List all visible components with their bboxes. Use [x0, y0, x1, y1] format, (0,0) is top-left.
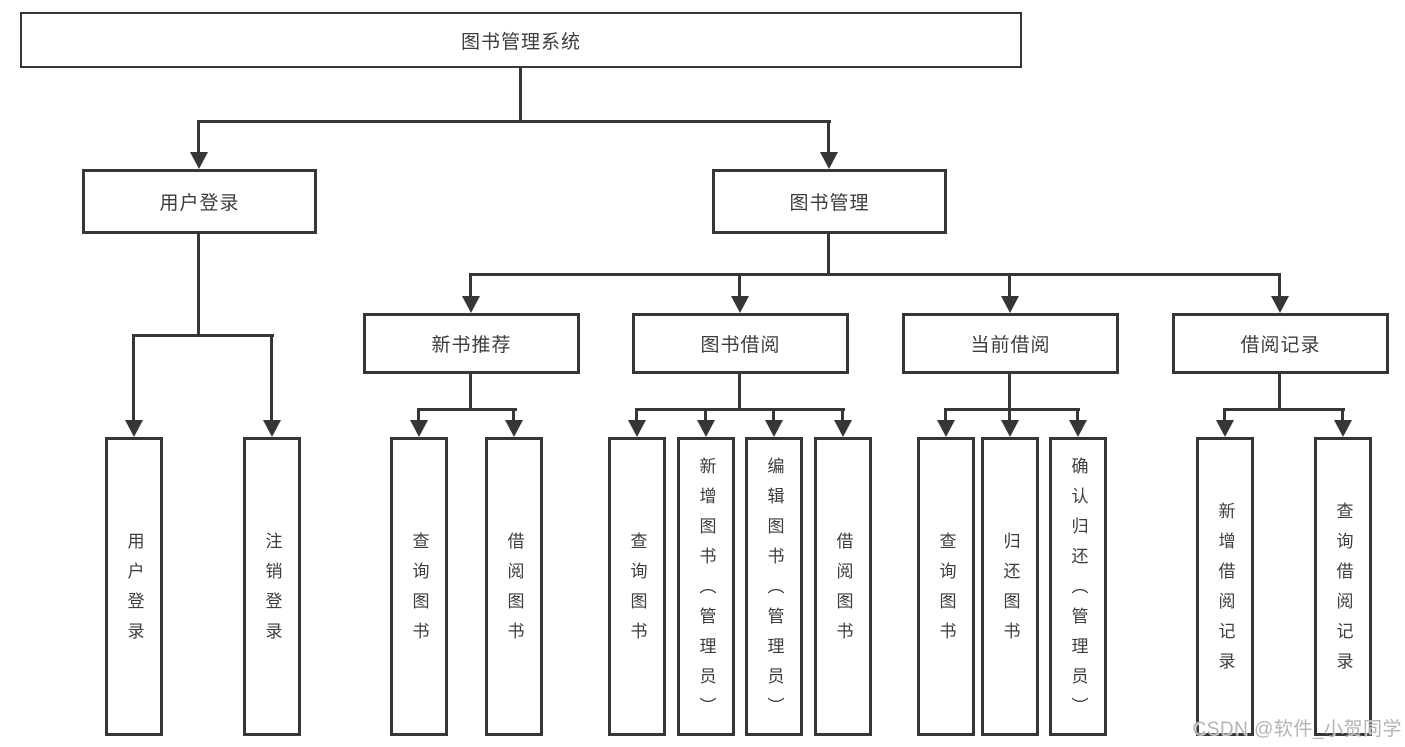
connector-user-login-drop: [197, 234, 200, 334]
leaf-query-book-borrow: 查询图书: [608, 437, 666, 736]
connector-to-new-book: [469, 273, 472, 296]
arrowhead: [505, 420, 523, 437]
connector-root-drop: [519, 68, 522, 120]
arrowhead: [937, 420, 955, 437]
node-book-borrow: 图书借阅: [632, 313, 849, 374]
node-current-borrow: 当前借阅: [902, 313, 1119, 374]
arrowhead: [765, 420, 783, 437]
connector-root-bracket: [197, 120, 831, 123]
connector-g3-c1: [944, 408, 947, 420]
connector-book-mgmt-bracket: [469, 273, 1281, 276]
arrowhead: [1216, 420, 1234, 437]
leaf-add-borrow-record: 新增借阅记录: [1196, 437, 1254, 736]
leaf-query-book-current-label: 查询图书: [936, 531, 956, 652]
arrowhead: [820, 152, 838, 169]
arrowhead: [834, 420, 852, 437]
connector-to-current-borrow: [1008, 273, 1011, 296]
connector-g2-drop: [738, 374, 741, 408]
node-book-borrow-label: 图书借阅: [700, 335, 781, 356]
leaf-add-book-admin: 新增图书（管理员）: [677, 437, 735, 736]
node-book-management: 图书管理: [712, 169, 947, 234]
leaf-user-login-label: 用户登录: [124, 531, 144, 652]
connector-g4-bracket: [1223, 408, 1345, 411]
arrowhead: [1334, 420, 1352, 437]
arrowhead: [697, 420, 715, 437]
arrowhead: [628, 420, 646, 437]
connector-g2-c3: [772, 408, 775, 420]
arrowhead: [731, 296, 749, 313]
node-user-login-label: 用户登录: [159, 193, 240, 214]
connector-book-mgmt-drop: [827, 234, 830, 273]
node-new-book-recommend-label: 新书推荐: [431, 335, 512, 356]
arrowhead: [1069, 420, 1087, 437]
connector-g1-c1: [417, 408, 420, 420]
connector-g4-drop: [1278, 374, 1281, 408]
leaf-add-borrow-record-label: 新增借阅记录: [1215, 501, 1235, 682]
leaf-return-book-label: 归还图书: [1000, 531, 1020, 652]
leaf-query-book-current: 查询图书: [917, 437, 975, 736]
leaf-query-borrow-record-label: 查询借阅记录: [1333, 501, 1353, 682]
leaf-return-book: 归还图书: [981, 437, 1039, 736]
arrowhead: [1271, 296, 1289, 313]
connector-g4-c1: [1223, 408, 1226, 420]
arrowhead: [1001, 420, 1019, 437]
leaf-logout-login: 注销登录: [243, 437, 301, 736]
connector-g3-bracket: [944, 408, 1080, 411]
arrowhead: [1001, 296, 1019, 313]
csdn-watermark: CSDN @软件_小贺同学: [1192, 719, 1402, 740]
leaf-query-book-borrow-label: 查询图书: [627, 531, 647, 652]
node-borrow-records: 借阅记录: [1172, 313, 1389, 374]
node-current-borrow-label: 当前借阅: [970, 335, 1051, 356]
leaf-borrow-book-label: 借阅图书: [833, 531, 853, 652]
leaf-borrow-book-recommend: 借阅图书: [485, 437, 543, 736]
node-root: 图书管理系统: [20, 12, 1022, 68]
connector-g4-c2: [1341, 408, 1344, 420]
arrowhead: [263, 420, 281, 437]
leaf-logout-login-label: 注销登录: [262, 531, 282, 652]
connector-g1-bracket: [417, 408, 517, 411]
node-book-management-label: 图书管理: [789, 193, 870, 214]
leaf-confirm-return-admin: 确认归还（管理员）: [1049, 437, 1107, 736]
connector-g3-c2: [1008, 408, 1011, 420]
connector-g3-c3: [1076, 408, 1079, 420]
leaf-add-book-admin-label: 新增图书（管理员）: [696, 456, 716, 727]
leaf-user-login: 用户登录: [105, 437, 163, 736]
leaf-query-book-recommend: 查询图书: [390, 437, 448, 736]
connector-to-borrow-records: [1278, 273, 1281, 296]
arrowhead: [190, 152, 208, 169]
arrowhead: [410, 420, 428, 437]
node-root-label: 图书管理系统: [460, 31, 581, 53]
leaf-edit-book-admin: 编辑图书（管理员）: [745, 437, 803, 736]
leaf-query-borrow-record: 查询借阅记录: [1314, 437, 1372, 736]
node-new-book-recommend: 新书推荐: [363, 313, 580, 374]
connector-g2-c2: [704, 408, 707, 420]
connector-to-user-login: [197, 120, 200, 152]
connector-g1-drop: [469, 374, 472, 408]
leaf-query-book-recommend-label: 查询图书: [409, 531, 429, 652]
arrowhead: [462, 296, 480, 313]
connector-to-leaf-logout: [270, 334, 273, 420]
leaf-edit-book-admin-label: 编辑图书（管理员）: [764, 456, 784, 727]
connector-g3-drop: [1008, 374, 1011, 408]
leaf-borrow-book: 借阅图书: [814, 437, 872, 736]
leaf-borrow-book-recommend-label: 借阅图书: [504, 531, 524, 652]
connector-g2-c4: [841, 408, 844, 420]
connector-to-book-borrow: [738, 273, 741, 296]
node-borrow-records-label: 借阅记录: [1240, 335, 1321, 356]
leaf-confirm-return-admin-label: 确认归还（管理员）: [1068, 456, 1088, 727]
connector-g2-c1: [635, 408, 638, 420]
arrowhead: [125, 420, 143, 437]
connector-g1-c2: [512, 408, 515, 420]
connector-to-book-management: [827, 120, 830, 152]
connector-g2-bracket: [635, 408, 845, 411]
connector-user-login-bracket: [132, 334, 274, 337]
node-user-login: 用户登录: [82, 169, 317, 234]
connector-to-leaf-user-login: [132, 334, 135, 420]
